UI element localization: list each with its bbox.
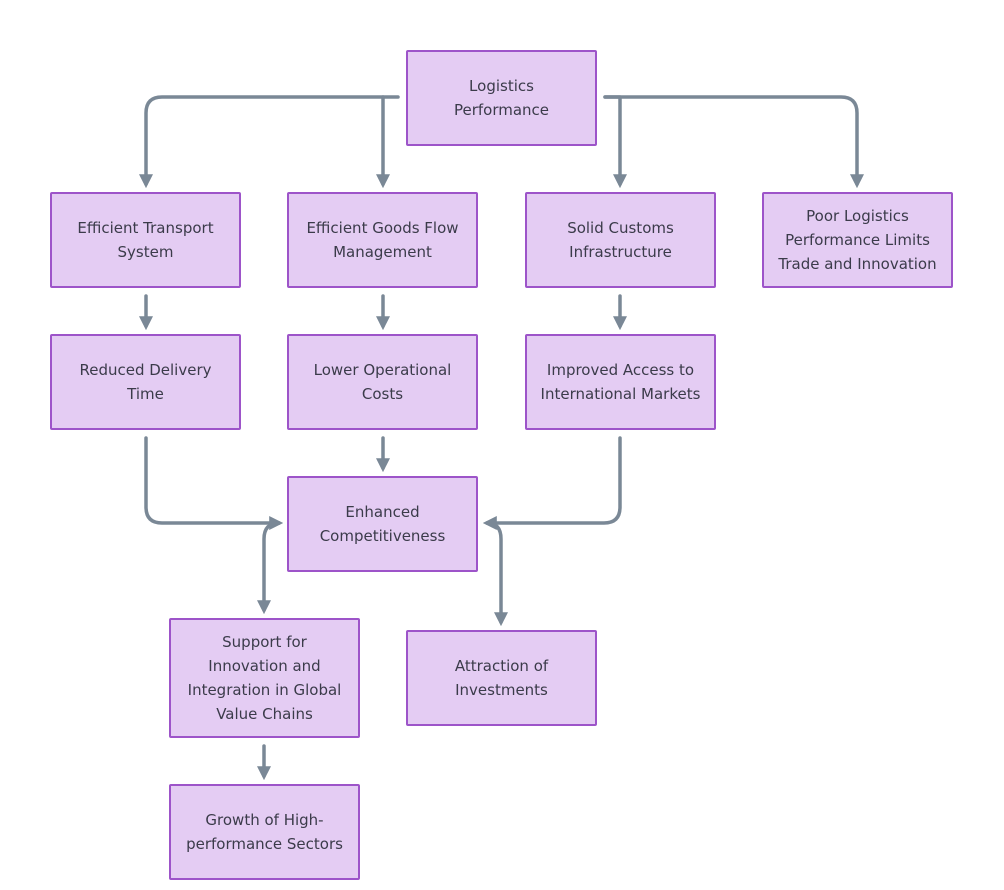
edge-access-to-competitiveness — [482, 436, 622, 530]
edge-logistics-to-poor-logistics — [603, 95, 864, 189]
node-efficient-transport-system: Efficient Transport System — [50, 192, 241, 288]
edge-delivery-to-competitiveness — [144, 436, 284, 530]
node-reduced-delivery-time: Reduced Delivery Time — [50, 334, 241, 430]
edge-competitiveness-to-support — [257, 521, 281, 615]
node-lower-operational-costs: Lower Operational Costs — [287, 334, 478, 430]
edge-logistics-to-transport — [139, 95, 400, 189]
node-attraction-of-investments: Attraction of Investments — [406, 630, 597, 726]
node-logistics-performance: Logistics Performance — [406, 50, 597, 146]
node-solid-customs-infrastructure: Solid Customs Infrastructure — [525, 192, 716, 288]
node-enhanced-competitiveness: Enhanced Competitiveness — [287, 476, 478, 572]
edge-competitiveness-to-investments — [485, 521, 508, 627]
node-support-for-innovation: Support for Innovation and Integration i… — [169, 618, 360, 738]
node-poor-logistics-performance: Poor Logistics Performance Limits Trade … — [762, 192, 953, 288]
node-growth-high-performance-sectors: Growth of High- performance Sectors — [169, 784, 360, 880]
node-improved-access-markets: Improved Access to International Markets — [525, 334, 716, 430]
node-efficient-goods-flow-management: Efficient Goods Flow Management — [287, 192, 478, 288]
edge-logistics-to-customs — [603, 95, 627, 189]
